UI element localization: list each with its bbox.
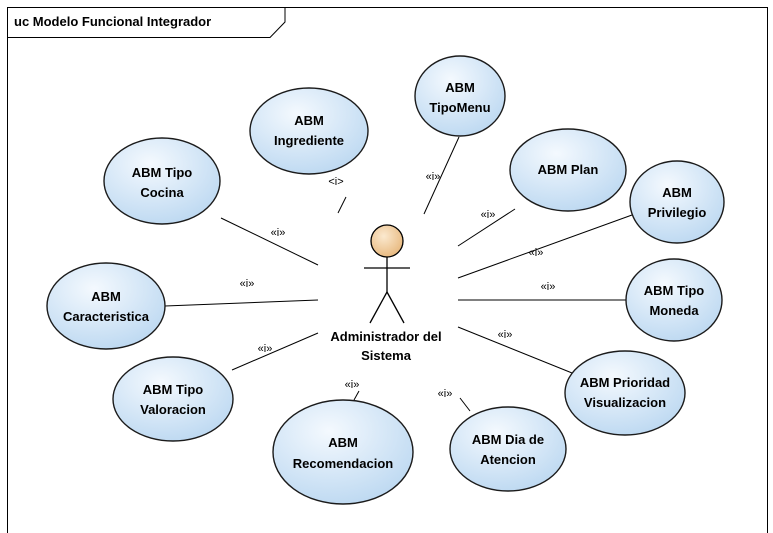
use-case-plan[interactable]: ABM Plan xyxy=(509,128,627,212)
use-case-label: ABM xyxy=(328,435,358,450)
connector-tipo-cocina xyxy=(220,217,319,266)
use-case-prioridad-visualizacion[interactable]: ABM Prioridad Visualizacion xyxy=(564,350,686,436)
use-case-caracteristica[interactable]: ABM Caracteristica xyxy=(46,262,166,350)
include-connectors xyxy=(164,136,633,412)
use-case-label: Valoracion xyxy=(140,402,206,417)
connector-privilegio xyxy=(457,214,633,279)
use-case-label: ABM Prioridad xyxy=(580,375,670,390)
stereo-caracteristica: «i» xyxy=(240,278,255,290)
use-case-label: Cocina xyxy=(140,185,184,200)
stereo-prioridad-visualizacion: «i» xyxy=(498,329,513,341)
connector-recomendacion xyxy=(353,390,360,401)
use-case-label: ABM Plan xyxy=(538,162,599,177)
use-case-label: ABM xyxy=(445,80,475,95)
connector-plan xyxy=(457,208,516,247)
use-case-label: Privilegio xyxy=(648,205,707,220)
use-case-ellipse[interactable] xyxy=(414,55,506,137)
use-case-tipo-cocina[interactable]: ABM Tipo Cocina xyxy=(103,137,221,225)
connector-tipo-valoracion xyxy=(231,332,319,371)
use-case-ingrediente[interactable]: ABM Ingrediente xyxy=(249,87,369,175)
use-case-label: Recomendacion xyxy=(293,456,393,471)
use-case-ellipse[interactable] xyxy=(249,87,369,175)
use-case-ellipse[interactable] xyxy=(112,356,234,442)
actor-head[interactable] xyxy=(370,224,404,258)
use-case-tipo-valoracion[interactable]: ABM Tipo Valoracion xyxy=(112,356,234,442)
use-case-label: Moneda xyxy=(649,303,699,318)
use-case-label: ABM xyxy=(91,289,121,304)
use-case-label: ABM xyxy=(294,113,324,128)
use-case-ellipse[interactable] xyxy=(103,137,221,225)
use-case-ellipse[interactable] xyxy=(449,406,567,492)
use-case-tipo-menu[interactable]: ABM TipoMenu xyxy=(414,55,506,137)
connector-prioridad-visualizacion xyxy=(457,326,583,378)
use-case-label: ABM Tipo xyxy=(644,283,704,298)
use-case-ellipse[interactable] xyxy=(625,258,723,342)
include-stereotypes: «i» <i> «i» «i» «i» «i» «i» «i» «i» «i» … xyxy=(240,171,556,400)
stereo-ingrediente: <i> xyxy=(328,176,343,188)
use-case-ellipse[interactable] xyxy=(629,160,725,244)
stereo-plan: «i» xyxy=(481,209,496,221)
use-case-ellipse[interactable] xyxy=(46,262,166,350)
use-case-label: Visualizacion xyxy=(584,395,666,410)
use-case-recomendacion[interactable]: ABM Recomendacion xyxy=(272,399,414,505)
use-case-privilegio[interactable]: ABM Privilegio xyxy=(629,160,725,244)
use-case-dia-atencion[interactable]: ABM Dia de Atencion xyxy=(449,406,567,492)
stereo-privilegio: «i» xyxy=(529,247,544,259)
stereo-tipo-cocina: «i» xyxy=(271,227,286,239)
stereo-tipo-valoracion: «i» xyxy=(258,343,273,355)
actor-name: Sistema xyxy=(361,348,412,363)
use-case-ellipse[interactable] xyxy=(509,128,627,212)
use-case-ellipse[interactable] xyxy=(564,350,686,436)
frame-title: uc Modelo Funcional Integrador xyxy=(14,14,211,29)
use-case-ellipse[interactable] xyxy=(272,399,414,505)
actor-administrador[interactable]: Administrador del Sistema xyxy=(330,224,442,363)
use-case-label: ABM Tipo xyxy=(143,382,203,397)
use-case-label: Caracteristica xyxy=(63,309,150,324)
use-case-tipo-moneda[interactable]: ABM Tipo Moneda xyxy=(625,258,723,342)
stereo-recomendacion: «i» xyxy=(345,379,360,391)
connector-ingrediente xyxy=(337,196,347,214)
stereo-tipo-moneda: «i» xyxy=(541,281,556,293)
use-case-label: ABM Tipo xyxy=(132,165,192,180)
actor-name: Administrador del xyxy=(330,329,441,344)
actor-right-leg xyxy=(386,291,405,324)
use-case-label: Atencion xyxy=(480,452,536,467)
use-case-label: TipoMenu xyxy=(429,100,490,115)
stereo-dia-atencion: «i» xyxy=(438,388,453,400)
use-case-label: ABM Dia de xyxy=(472,432,544,447)
actor-left-leg xyxy=(369,291,388,324)
frame-title-tab xyxy=(7,7,286,38)
use-case-label: ABM xyxy=(662,185,692,200)
stereo-tipo-menu: «i» xyxy=(426,171,441,183)
connector-dia-atencion xyxy=(459,397,471,412)
use-case-label: Ingrediente xyxy=(274,133,344,148)
connector-caracteristica xyxy=(164,299,319,307)
connector-tipo-menu xyxy=(423,136,460,215)
